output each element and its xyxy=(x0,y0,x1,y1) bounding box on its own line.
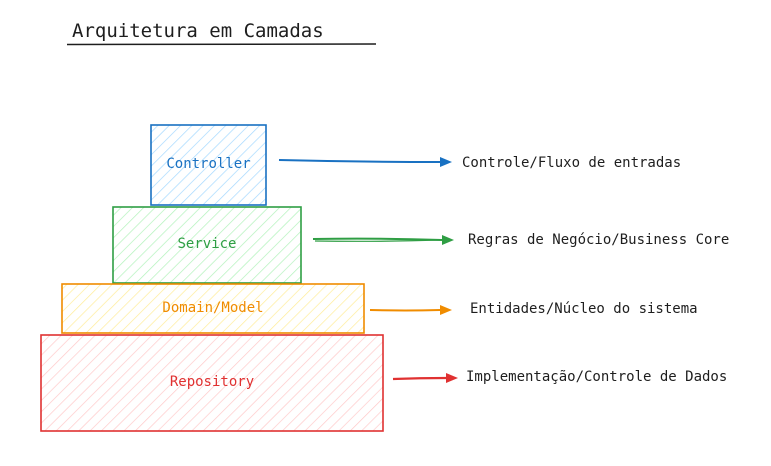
domain-model-label: Domain/Model xyxy=(162,300,263,316)
service-box xyxy=(112,206,302,284)
repository-description: Implementação/Controle de Dados xyxy=(466,369,727,385)
domain-model-box xyxy=(61,283,365,334)
repository-label: Repository xyxy=(170,374,254,390)
service-label: Service xyxy=(177,236,236,252)
repository-arrow xyxy=(392,373,458,383)
controller-arrow xyxy=(278,157,452,167)
layer-domain-model: Domain/Model Entidades/Núcleo do sistema xyxy=(61,283,698,334)
title-underline xyxy=(66,43,377,46)
controller-label: Controller xyxy=(166,156,250,172)
diagram-title: Arquitetura em Camadas xyxy=(72,20,324,42)
service-arrow xyxy=(312,235,454,245)
controller-box xyxy=(150,124,267,206)
controller-description: Controle/Fluxo de entradas xyxy=(462,155,681,171)
domain-model-arrow xyxy=(369,305,452,315)
repository-box xyxy=(40,334,384,432)
layer-service: Service Regras de Negócio/Business Core xyxy=(112,206,729,284)
domain-model-description: Entidades/Núcleo do sistema xyxy=(470,301,698,317)
layer-repository: Repository Implementação/Controle de Dad… xyxy=(40,334,727,432)
service-description: Regras de Negócio/Business Core xyxy=(468,232,729,248)
layer-controller: Controller Controle/Fluxo de entradas xyxy=(150,124,681,206)
